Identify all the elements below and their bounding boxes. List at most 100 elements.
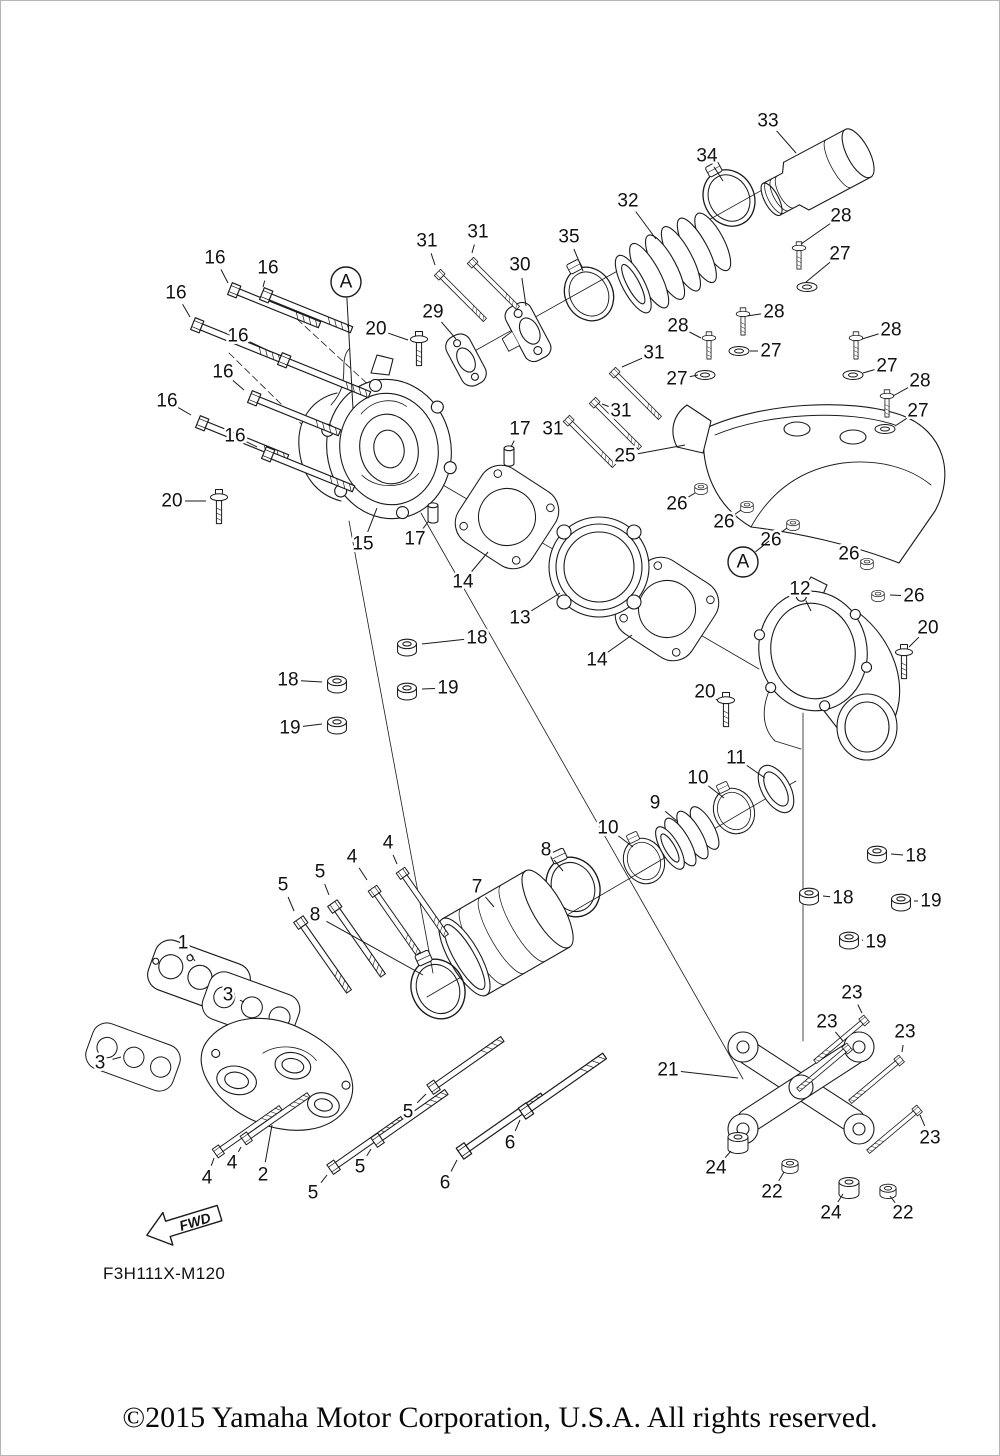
part-callout-26: 26 xyxy=(713,512,734,533)
part-30-outlet-fitting xyxy=(501,301,552,363)
part-callout-15: 15 xyxy=(352,534,373,555)
part-callout-18: 18 xyxy=(905,846,926,867)
part-callout-7: 7 xyxy=(472,877,483,898)
part-callout-10: 10 xyxy=(597,818,618,839)
detail-marker-label: A xyxy=(340,272,353,293)
bolt-16 xyxy=(226,282,323,332)
part-callout-17: 17 xyxy=(404,529,425,550)
part-callout-10: 10 xyxy=(687,768,708,789)
grommet-22 xyxy=(781,1158,799,1175)
part-callout-16: 16 xyxy=(212,362,233,383)
washer-27 xyxy=(728,345,750,357)
part-callout-3: 3 xyxy=(95,1053,106,1074)
part-callout-20: 20 xyxy=(917,618,938,639)
detail-marker-circle xyxy=(727,546,759,578)
part-callout-4: 4 xyxy=(347,847,358,868)
fwd-arrow: FWD xyxy=(146,1204,223,1246)
part-callout-20: 20 xyxy=(365,319,386,340)
part-callout-28: 28 xyxy=(763,302,784,323)
part-callout-24: 24 xyxy=(705,1158,727,1179)
bolt-28 xyxy=(735,307,751,336)
part-3-gasket xyxy=(85,1022,181,1092)
bolt-5 xyxy=(326,1113,407,1175)
grommet-18 xyxy=(866,845,888,864)
grommet-26 xyxy=(740,501,754,514)
part-callout-28: 28 xyxy=(909,371,930,392)
pin-17 xyxy=(503,445,515,467)
part-29-gasket xyxy=(445,333,487,387)
bolt-4 xyxy=(367,884,424,958)
part-callout-19: 19 xyxy=(865,932,886,953)
bolt-20 xyxy=(409,330,429,367)
part-callout-1: 1 xyxy=(178,933,189,954)
part-callout-8: 8 xyxy=(310,905,321,926)
part-25-ride-plate xyxy=(672,404,946,564)
part-callout-5: 5 xyxy=(278,875,289,896)
part-callout-23: 23 xyxy=(816,1012,837,1033)
bolt-16 xyxy=(276,352,373,402)
bolt-31 xyxy=(562,414,618,470)
washer-27 xyxy=(842,369,864,381)
part-callout-13: 13 xyxy=(509,608,530,629)
part-callout-16: 16 xyxy=(224,426,245,447)
part-callout-22: 22 xyxy=(892,1203,913,1224)
part-callout-19: 19 xyxy=(279,718,300,739)
part-callout-8: 8 xyxy=(541,840,552,861)
part-callout-20: 20 xyxy=(161,491,182,512)
bolt-28 xyxy=(791,241,807,270)
part-callout-16: 16 xyxy=(227,326,248,347)
part-callout-33: 33 xyxy=(757,111,778,132)
part-callout-27: 27 xyxy=(876,356,897,377)
part-callout-14: 14 xyxy=(452,572,474,593)
detail-marker-circle xyxy=(330,266,362,298)
part-callout-4: 4 xyxy=(383,833,394,854)
part-callout-6: 6 xyxy=(505,1133,516,1154)
part-callout-28: 28 xyxy=(667,316,688,337)
bolt-5 xyxy=(293,915,355,996)
washer-27 xyxy=(796,281,818,293)
bolt-6 xyxy=(455,1089,548,1160)
part-callout-32: 32 xyxy=(617,191,638,212)
part-callout-22: 22 xyxy=(761,1182,782,1203)
part-callout-17: 17 xyxy=(509,419,530,440)
part-callout-34: 34 xyxy=(696,146,718,167)
part-callout-16: 16 xyxy=(156,391,177,412)
part-callout-31: 31 xyxy=(416,231,437,252)
grommet-26 xyxy=(871,590,885,603)
part-callout-16: 16 xyxy=(204,248,225,269)
part-callout-5: 5 xyxy=(403,1102,414,1123)
part-callout-3: 3 xyxy=(223,985,234,1006)
detail-marker-label: A xyxy=(737,552,750,573)
grommet-22 xyxy=(879,1183,897,1200)
bolt-6 xyxy=(517,1049,610,1120)
part-callout-27: 27 xyxy=(760,341,781,362)
grommet-18 xyxy=(798,887,820,906)
part-callout-31: 31 xyxy=(467,222,488,243)
part-callout-31: 31 xyxy=(610,401,631,422)
grommet-18 xyxy=(326,675,348,694)
bolt-20 xyxy=(209,488,229,525)
part-callout-31: 31 xyxy=(643,343,664,364)
part-callout-27: 27 xyxy=(829,244,850,265)
clamp-35 xyxy=(550,250,624,331)
part-callout-18: 18 xyxy=(466,628,487,649)
part-callout-26: 26 xyxy=(760,530,781,551)
grommet-26 xyxy=(694,483,708,496)
part-callout-12: 12 xyxy=(789,579,810,600)
washer-27 xyxy=(874,423,896,435)
part-11-seal-ring xyxy=(757,764,795,814)
part-12-impeller-duct xyxy=(753,576,901,761)
part-callout-28: 28 xyxy=(830,206,851,227)
part-callout-27: 27 xyxy=(666,369,687,390)
part-callout-28: 28 xyxy=(880,320,901,341)
part-callout-20: 20 xyxy=(694,682,715,703)
part-callout-30: 30 xyxy=(509,255,530,276)
part-callout-9: 9 xyxy=(650,793,661,814)
grommet-26 xyxy=(786,519,800,532)
part-callout-26: 26 xyxy=(838,544,859,565)
bolt-20 xyxy=(716,691,736,728)
part-callout-11: 11 xyxy=(726,748,746,769)
bolt-28 xyxy=(848,331,864,360)
diagram-code: F3H111X-M120 xyxy=(103,1264,226,1283)
